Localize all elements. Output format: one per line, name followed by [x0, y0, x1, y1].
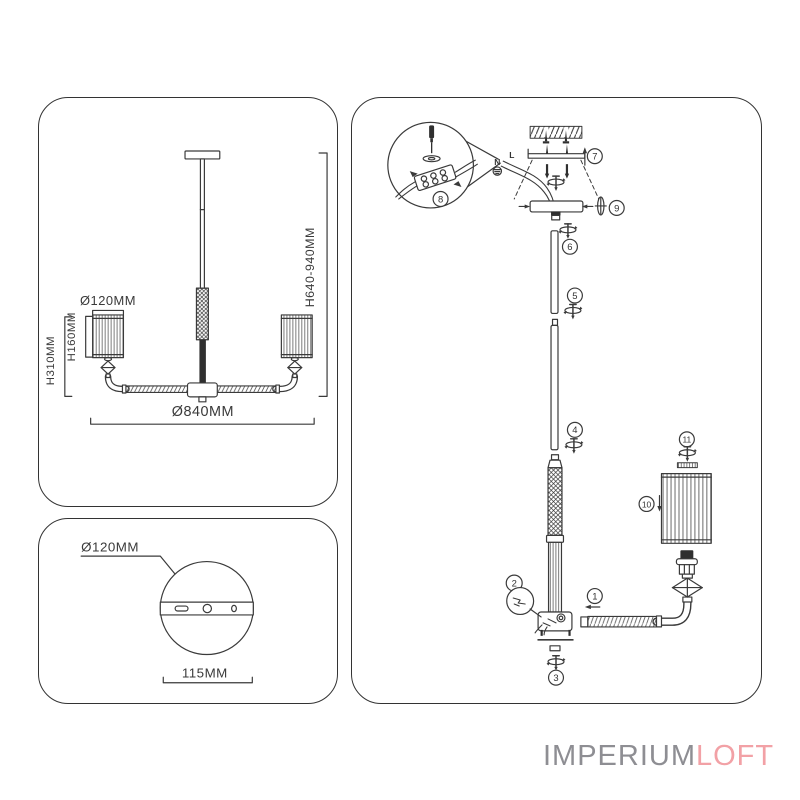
canopy-mount-plate	[159, 601, 254, 616]
part-marker-10: 10	[638, 495, 655, 513]
wiring-detail-circle: 8	[387, 121, 501, 209]
canopy-leader-line	[80, 555, 177, 576]
left-shade	[92, 314, 125, 359]
arm-neck	[682, 596, 693, 603]
canopy-stud-screws	[544, 164, 570, 179]
dimension-annotations: Ø120MM H160MM H310MM Ø840MM H640-940MM	[45, 152, 328, 425]
ceiling-cap	[184, 150, 221, 160]
part-marker-6: 6	[561, 238, 578, 255]
overall-height-bracket	[318, 152, 328, 397]
left-arm-collar	[121, 384, 127, 394]
mount-small-hole	[231, 604, 237, 613]
bottom-screw-icon	[545, 655, 567, 672]
central-hub	[186, 382, 218, 398]
svg-text:6: 6	[567, 242, 572, 253]
svg-text:4: 4	[572, 425, 577, 436]
shade-diameter-label: Ø120MM	[80, 293, 136, 308]
plate-width-label: 115MM	[182, 665, 228, 680]
fixture-diameter-dim-line	[90, 417, 315, 425]
chandelier-drawing	[92, 150, 313, 403]
svg-text:8: 8	[438, 194, 443, 205]
rod-connector	[551, 318, 559, 326]
projection-line-left	[513, 159, 533, 200]
left-rope-arm	[124, 385, 189, 393]
mounting-bracket	[527, 144, 586, 159]
arm-assembly	[580, 595, 693, 628]
screw-icon-6	[557, 223, 579, 240]
stem-rod	[199, 158, 205, 289]
hub-tab	[198, 396, 207, 403]
overall-height-label: H640-940MM	[303, 227, 317, 307]
part-marker-7: 7	[586, 148, 603, 165]
rod-segment-1	[550, 230, 559, 315]
shade-height-bracket	[85, 315, 94, 358]
brand-logo: IMPERIUMLOFT	[543, 740, 773, 774]
fixture-diameter-label: Ø840MM	[172, 404, 234, 420]
mount-slot	[174, 605, 189, 612]
ceiling-hatch	[529, 125, 583, 139]
knurled-rod	[195, 287, 209, 341]
live-wire-label: L	[509, 150, 514, 160]
brand-logo-loft: LOFT	[696, 740, 775, 772]
canopy-detail-panel: Ø120MM 115MM	[38, 518, 338, 704]
neutral-wire-label: N	[494, 157, 500, 167]
exploded-assembly-drawing: N L	[387, 121, 712, 686]
side-thumbscrew	[594, 196, 607, 216]
dimension-drawing-panel: Ø120MM H160MM H310MM Ø840MM H640-940MM	[38, 97, 338, 507]
right-rope-arm	[216, 385, 277, 393]
socket-cap	[680, 550, 694, 560]
svg-text:9: 9	[614, 203, 619, 214]
plate-width-dim-line	[162, 676, 253, 684]
svg-text:10: 10	[642, 499, 652, 509]
knurled-body	[545, 454, 565, 613]
assembly-instructions-panel: N L	[351, 97, 762, 704]
canopy-diameter-label: Ø120MM	[81, 540, 139, 555]
right-shade-holder	[287, 356, 303, 379]
shade-diameter-dim-line	[92, 309, 125, 316]
left-shade-holder	[100, 356, 116, 379]
brand-logo-imperium: IMPERIUM	[543, 740, 696, 772]
ceiling-screws	[542, 130, 570, 144]
svg-text:11: 11	[682, 435, 691, 445]
drop-height-bracket	[64, 316, 73, 397]
ground-symbol	[492, 166, 503, 176]
part-marker-3: 3	[547, 669, 565, 686]
part-marker-1: 1	[586, 587, 603, 605]
svg-text:3: 3	[553, 673, 558, 684]
chandelier-dimension-drawing: Ø120MM H160MM H310MM Ø840MM H640-940MM	[45, 150, 328, 425]
drop-height-label: H310MM	[45, 336, 57, 385]
socket-assembly	[671, 550, 703, 598]
terminal-block	[413, 164, 457, 191]
svg-text:5: 5	[572, 291, 577, 302]
part-marker-11: 11	[678, 431, 695, 448]
lower-rod	[199, 339, 206, 386]
canopy-screw-icon	[545, 175, 567, 192]
shade-part	[660, 473, 712, 544]
canopy-assembly	[518, 196, 607, 221]
finial-ring	[676, 462, 698, 469]
part-marker-4: 4	[566, 421, 583, 438]
part-marker-9: 9	[608, 199, 625, 217]
hub-wiring-detail-circle	[506, 586, 542, 618]
shade-height-label: H160MM	[66, 312, 78, 361]
finial-screw-icon	[677, 446, 698, 463]
svg-text:2: 2	[512, 579, 517, 590]
bottom-cover-assembly	[537, 639, 574, 652]
svg-text:7: 7	[592, 152, 597, 163]
rod-segment-2	[550, 324, 559, 451]
canopy-detail-drawing: Ø120MM 115MM	[80, 540, 254, 684]
svg-text:1: 1	[592, 591, 597, 602]
hub-assembly	[534, 611, 573, 636]
right-shade	[280, 314, 313, 359]
part-marker-5: 5	[566, 287, 583, 304]
ceiling-section	[513, 125, 600, 200]
screw-icon-4	[563, 438, 585, 455]
right-arm-collar	[275, 384, 280, 394]
mount-center-hole	[202, 603, 213, 614]
screwdriver-icon	[429, 125, 435, 154]
projection-line-right	[580, 159, 600, 200]
part-marker-8: 8	[432, 190, 449, 208]
screw-icon-5	[562, 303, 584, 321]
